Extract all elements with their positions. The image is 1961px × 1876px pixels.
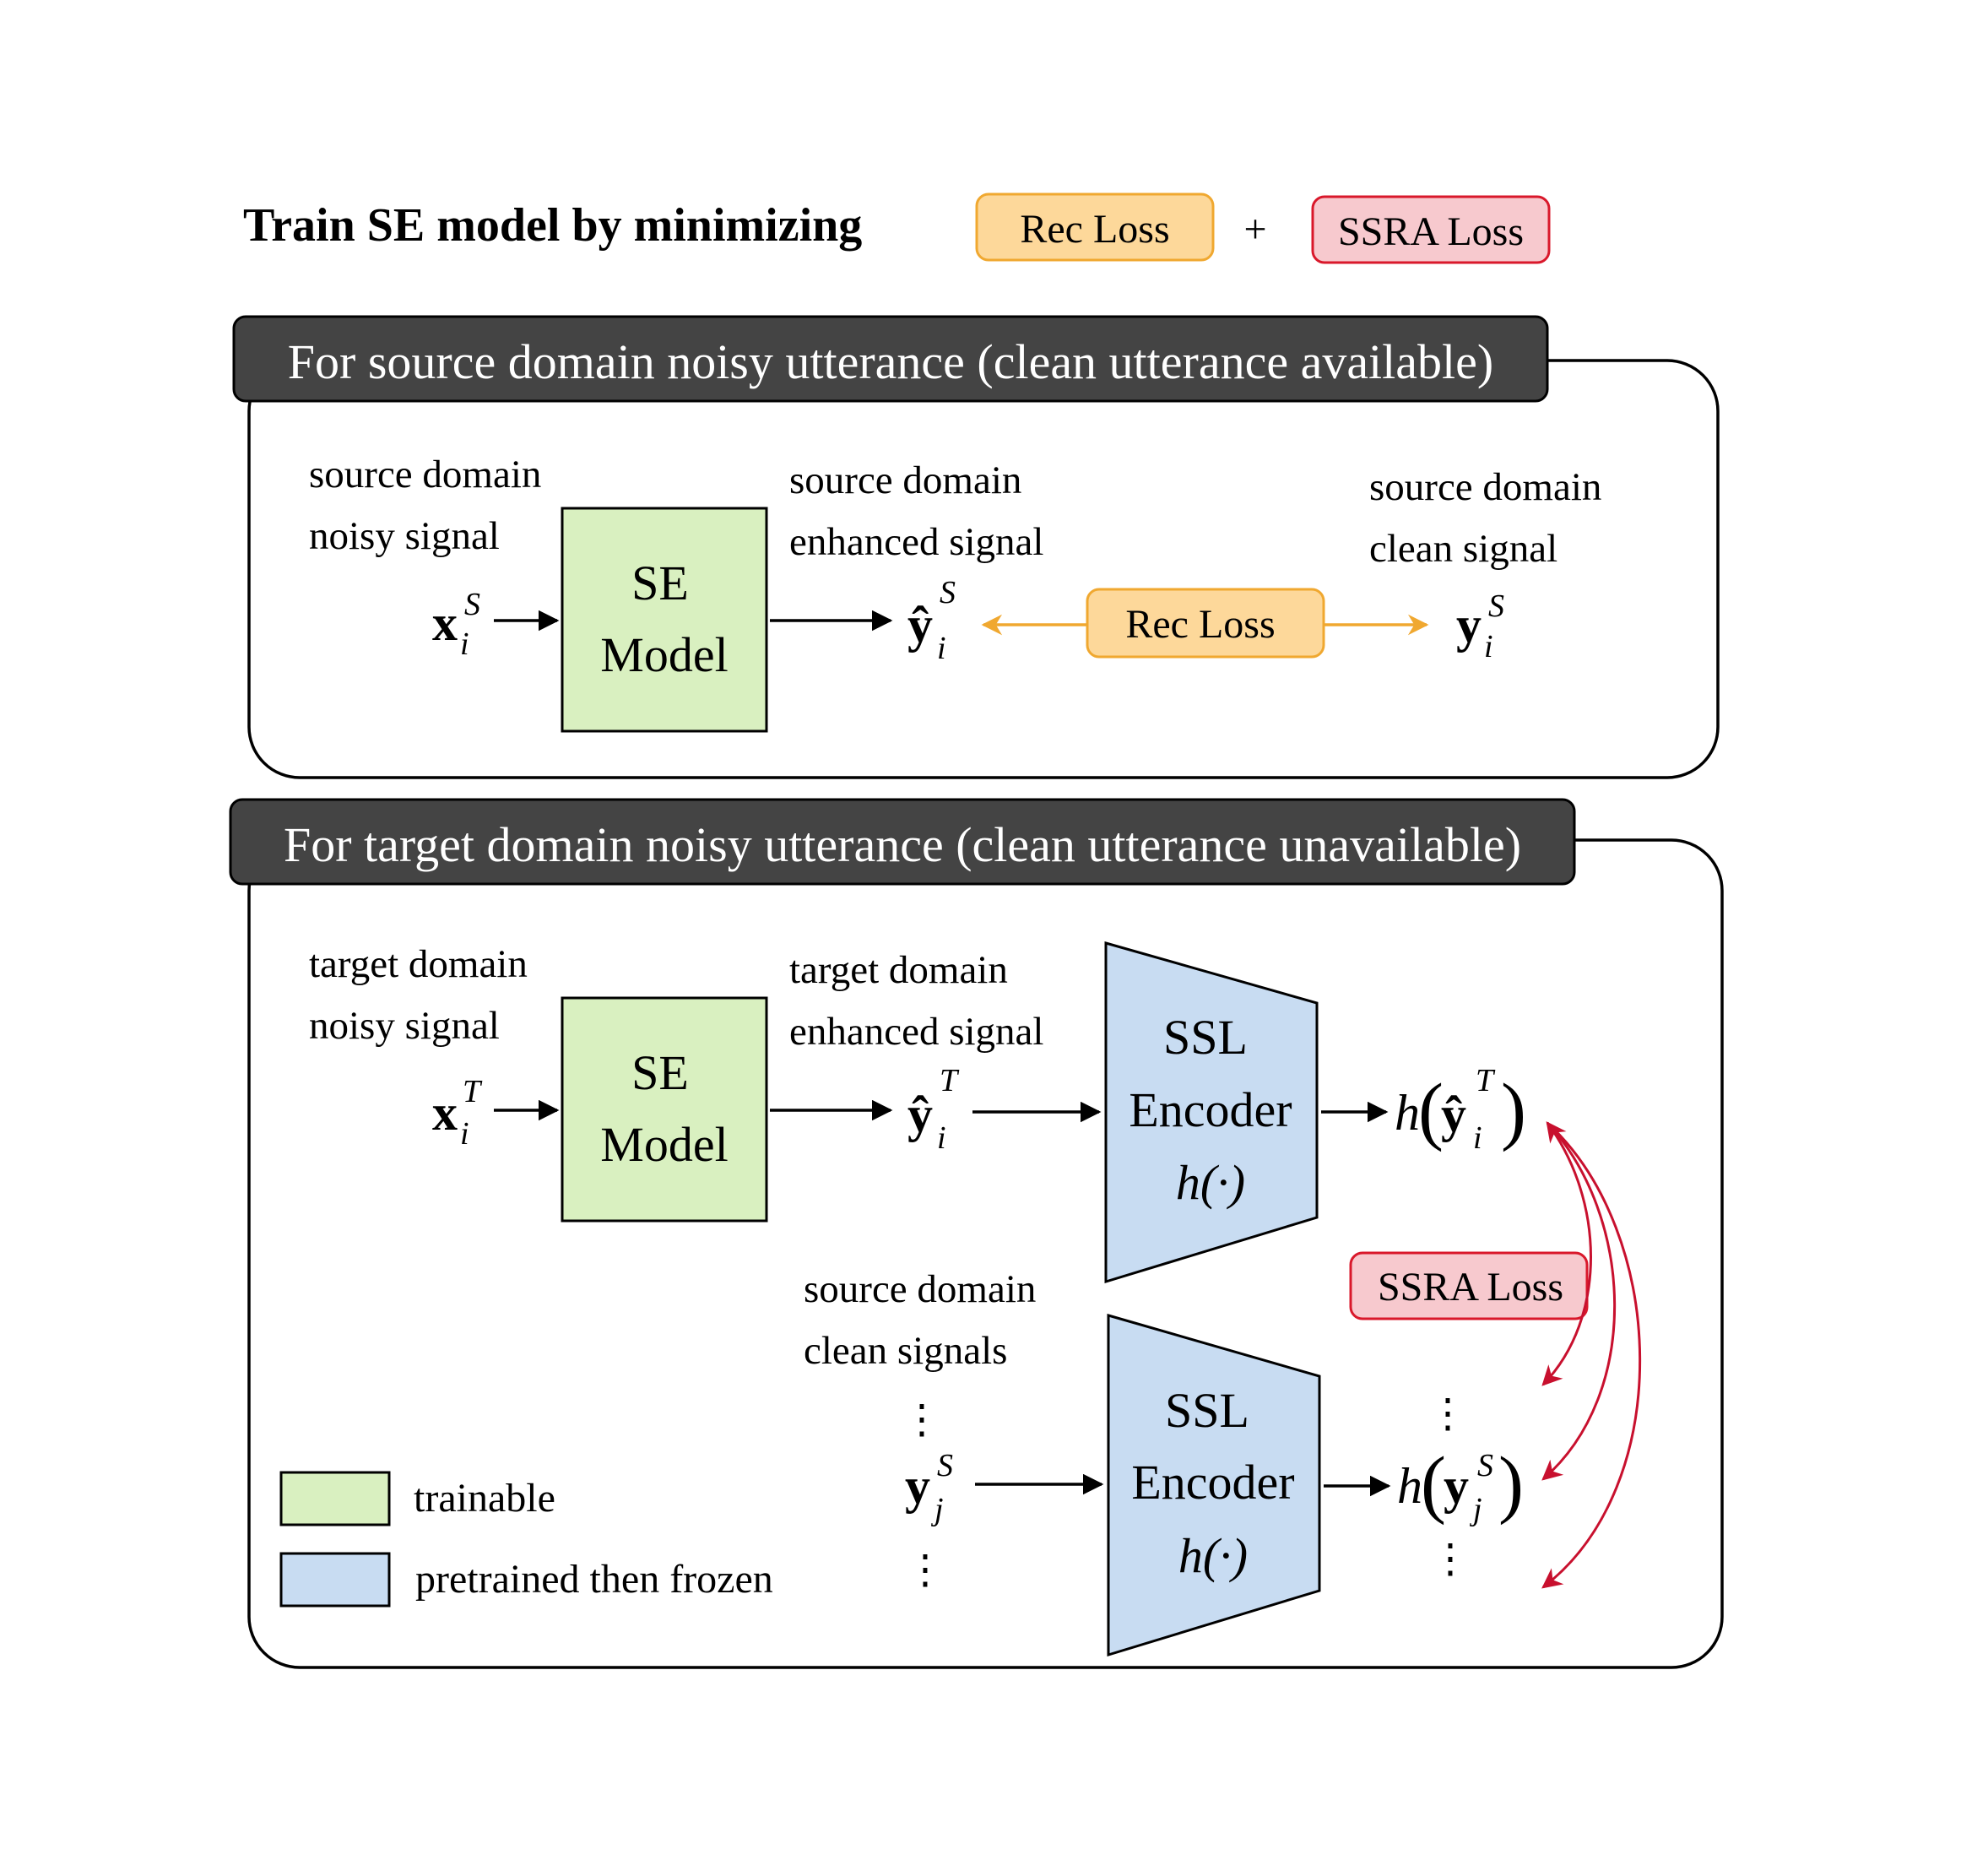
target-enhanced-label-line1: target domain: [789, 948, 1008, 992]
source-clean-symbol: y S i: [1456, 588, 1504, 664]
source-input-symbol-sub: i: [460, 626, 469, 662]
target-enhanced-symbol-sub: i: [937, 1120, 946, 1156]
target-clean-label-line1: source domain: [804, 1267, 1036, 1311]
target-output-top-base: ŷ: [1441, 1087, 1466, 1142]
target-clean-symbol-base: y: [905, 1458, 930, 1514]
target-input-symbol-base: x: [432, 1085, 458, 1141]
ssl-encoder-bottom-line3: h(·): [1178, 1528, 1248, 1583]
source-clean-symbol-sub: i: [1484, 629, 1493, 664]
source-clean-label-line1: source domain: [1369, 465, 1601, 509]
ssl-encoder-bottom-line2: Encoder: [1131, 1455, 1294, 1510]
target-enhanced-symbol-base: ŷ: [907, 1087, 933, 1142]
main-title: Train SE model by minimizing: [243, 199, 862, 252]
target-output-bottom-symbol: h ( y S j ): [1397, 1442, 1524, 1527]
source-clean-symbol-base: y: [1456, 597, 1482, 653]
target-output-top-sub: i: [1473, 1120, 1482, 1156]
ssra-arrow-3: [1541, 1121, 1642, 1589]
legend-item-frozen: pretrained then frozen: [279, 1552, 773, 1608]
source-input-label-line1: source domain: [309, 453, 541, 496]
target-output-bottom-rparen: ): [1498, 1442, 1524, 1526]
source-se-model-line1: SE: [631, 556, 689, 610]
source-clean-symbol-sup: S: [1488, 588, 1504, 624]
target-se-model-box: SE Model: [561, 996, 768, 1223]
ssl-encoder-top-line1: SSL: [1163, 1010, 1248, 1065]
target-output-bottom-sup: S: [1477, 1448, 1493, 1483]
target-enhanced-symbol: ŷ T i: [907, 1063, 960, 1156]
target-input-label-line1: target domain: [309, 942, 528, 986]
target-input-label-line2: noisy signal: [309, 1004, 500, 1048]
target-clean-symbol-sup: S: [937, 1448, 953, 1483]
header-rec-loss-label: Rec Loss: [1020, 207, 1169, 252]
ssl-encoder-bottom-line1: SSL: [1165, 1383, 1249, 1438]
target-enhanced-symbol-sup: T: [940, 1063, 960, 1098]
source-enhanced-label-line1: source domain: [789, 458, 1021, 502]
target-enhanced-label-line2: enhanced signal: [789, 1010, 1043, 1054]
target-output-top-symbol: h ( ŷ T i ): [1395, 1063, 1526, 1156]
legend-label-frozen: pretrained then frozen: [415, 1557, 773, 1602]
source-input-label-line2: noisy signal: [309, 514, 500, 558]
source-enhanced-symbol-sup: S: [940, 575, 956, 610]
target-output-bottom-lparen: (: [1421, 1442, 1446, 1526]
target-output-bottom-fn: h: [1397, 1458, 1422, 1514]
target-output-vdots-bottom: ⋮: [1430, 1537, 1471, 1581]
ssl-encoder-top-line3: h(·): [1176, 1155, 1245, 1210]
ssl-encoder-top: SSL Encoder h(·): [1104, 941, 1319, 1284]
source-input-symbol-sup: S: [464, 587, 480, 622]
header-ssra-loss-label: SSRA Loss: [1338, 209, 1524, 254]
target-se-model-line1: SE: [631, 1045, 689, 1100]
ssl-encoder-top-line2: Encoder: [1129, 1082, 1292, 1137]
source-se-model-box: SE Model: [561, 507, 768, 733]
target-clean-vdots-top: ⋮: [902, 1397, 942, 1442]
header-rec-loss-badge: Rec Loss: [975, 192, 1215, 262]
target-output-bottom-base: y: [1444, 1458, 1469, 1514]
source-panel-title-bar: For source domain noisy utterance (clean…: [232, 315, 1549, 403]
source-enhanced-symbol-sub: i: [937, 631, 946, 666]
target-output-top-fn: h: [1395, 1085, 1420, 1141]
source-rec-loss-badge: Rec Loss: [1086, 588, 1325, 659]
target-input-symbol-sub: i: [460, 1116, 469, 1152]
target-output-top-lparen: (: [1418, 1069, 1444, 1152]
ssra-arrow-1: [1541, 1121, 1592, 1386]
target-clean-symbol: y S j: [905, 1448, 953, 1527]
target-panel-title: For target domain noisy utterance (clean…: [284, 817, 1521, 872]
source-enhanced-label-line2: enhanced signal: [789, 520, 1043, 564]
target-clean-symbol-sub: j: [930, 1492, 944, 1527]
legend: trainable pretrained then frozen: [279, 1471, 773, 1608]
target-se-model-line2: Model: [600, 1117, 728, 1172]
target-output-top-rparen: ): [1501, 1069, 1526, 1152]
header-ssra-loss-badge: SSRA Loss: [1311, 195, 1551, 264]
target-output-bottom-sub: j: [1469, 1492, 1482, 1527]
target-ssra-loss-badge: SSRA Loss: [1349, 1251, 1589, 1320]
target-output-top-sup: T: [1476, 1063, 1496, 1098]
target-input-symbol: x T i: [432, 1074, 483, 1152]
source-input-symbol: x S i: [432, 587, 480, 662]
ssra-arrow-2: [1541, 1121, 1617, 1481]
source-se-model-line2: Model: [600, 627, 728, 682]
source-enhanced-symbol-base: ŷ: [907, 597, 933, 653]
ssl-encoder-bottom: SSL Encoder h(·): [1107, 1314, 1321, 1657]
target-panel-title-bar: For target domain noisy utterance (clean…: [229, 798, 1576, 886]
source-rec-loss-label: Rec Loss: [1125, 602, 1275, 647]
legend-item-trainable: trainable: [279, 1471, 555, 1526]
target-output-vdots-top: ⋮: [1427, 1391, 1468, 1436]
ssra-connector-arrows: [1541, 1121, 1642, 1589]
target-clean-vdots-bottom: ⋮: [905, 1548, 945, 1592]
header-plus-sign: +: [1243, 207, 1266, 252]
target-ssra-loss-label: SSRA Loss: [1378, 1265, 1563, 1309]
source-input-symbol-base: x: [432, 595, 458, 651]
target-clean-label-line2: clean signals: [804, 1329, 1007, 1373]
legend-label-trainable: trainable: [414, 1476, 555, 1521]
target-input-symbol-sup: T: [463, 1074, 483, 1109]
source-enhanced-symbol: ŷ S i: [907, 575, 956, 666]
source-clean-label-line2: clean signal: [1369, 527, 1557, 571]
source-panel-title: For source domain noisy utterance (clean…: [288, 334, 1493, 389]
